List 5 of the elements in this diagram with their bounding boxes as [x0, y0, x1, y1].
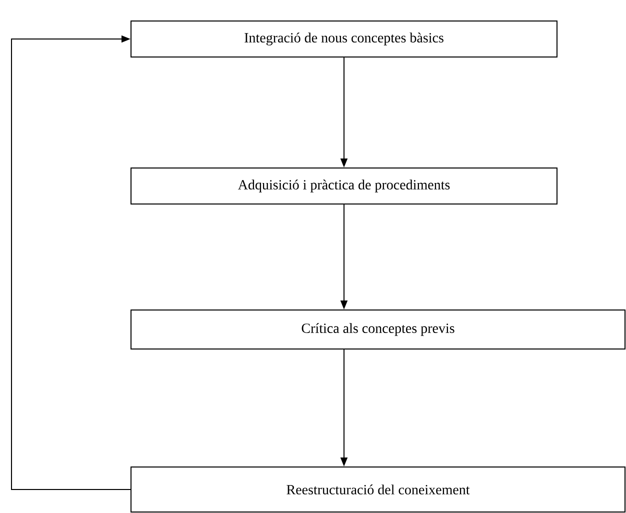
process-box: Adquisició i pràctica de procediments [130, 168, 558, 204]
process-box: Reestructuració del coneixement [130, 466, 626, 512]
arrow [11, 35, 131, 490]
process-box: Crítica als conceptes previs [130, 310, 626, 350]
process-box: Integració de nous conceptes bàsics [130, 20, 558, 58]
